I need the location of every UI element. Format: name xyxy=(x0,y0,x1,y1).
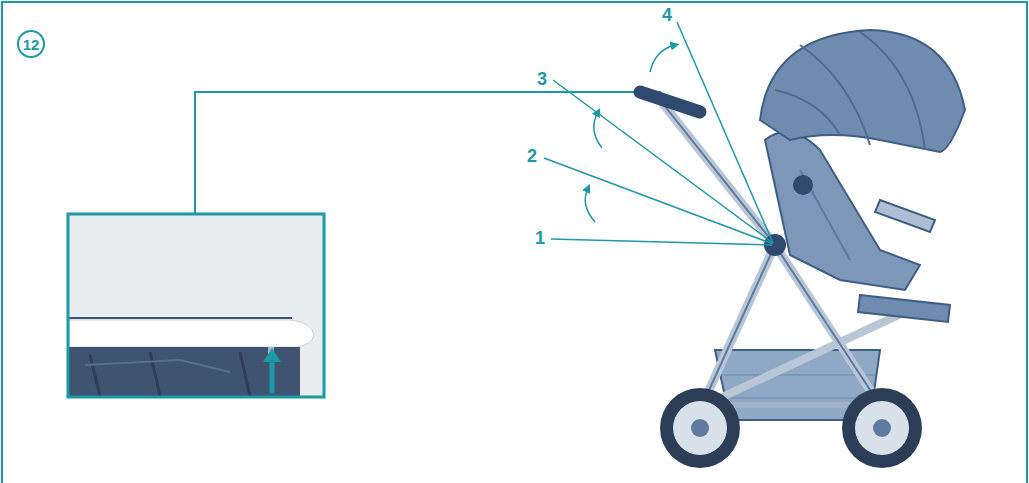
detail-inset xyxy=(69,215,323,396)
leader-line xyxy=(553,80,773,243)
callout-number: 2 xyxy=(527,146,537,166)
step-number: 12 xyxy=(23,36,40,53)
motion-arrow xyxy=(650,45,675,72)
inset-border xyxy=(68,214,324,397)
leader-line xyxy=(195,92,660,213)
callout-number: 1 xyxy=(535,228,545,248)
motion-arrow xyxy=(594,112,602,148)
motion-arrow xyxy=(585,188,595,222)
push-arrow-head xyxy=(263,348,281,362)
leader-line xyxy=(551,239,772,245)
step-number-circle: 12 xyxy=(17,30,45,58)
stroller-picture xyxy=(640,30,965,468)
leader-line xyxy=(677,22,773,243)
leader-line xyxy=(544,158,773,244)
push-arrow xyxy=(270,360,275,393)
callout-number: 3 xyxy=(537,69,547,89)
callout-number: 4 xyxy=(662,5,672,25)
